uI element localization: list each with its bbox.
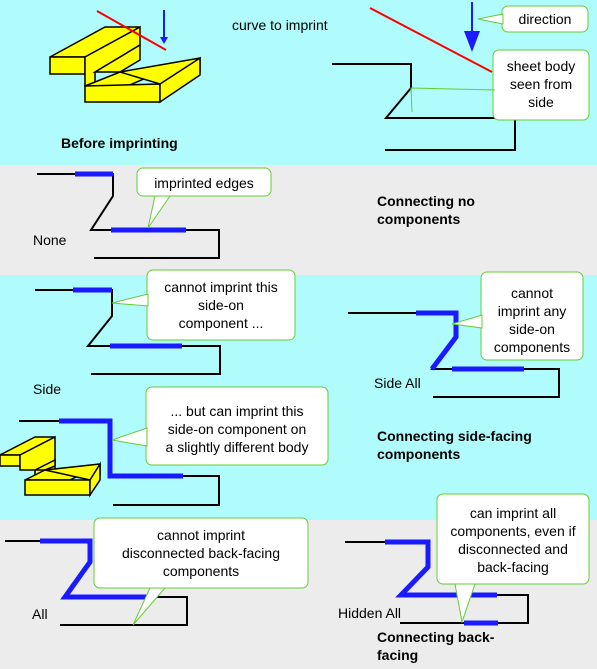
callout-sheet-body-box <box>492 49 590 121</box>
label-hidden-all: Hidden All <box>338 605 402 621</box>
callout-imprinted-edges-box <box>136 167 272 197</box>
callout-can-all-box <box>436 493 590 585</box>
connecting-side-heading-line1: Connecting side-facing <box>377 428 532 444</box>
callout-cannot-side-on-line1: cannot imprint this <box>164 279 278 295</box>
callout-imprinted-edges-text: imprinted edges <box>154 175 254 191</box>
callout-cannot-disconnected-box <box>93 517 309 589</box>
imprint-all <box>40 538 155 600</box>
leader-direction <box>477 13 504 25</box>
callout-can-all-text: can imprint all components, even if disc… <box>437 504 589 576</box>
callout-cannot-side-on-line2: side-on <box>198 297 244 313</box>
callout-sheet-body-line3: side <box>528 94 554 110</box>
imprint-hidden-all <box>385 539 497 598</box>
callout-but-can-line1: ... but can imprint this <box>170 403 304 419</box>
callout-cannot-side-on-text: cannot imprint this side-on component ..… <box>147 278 295 332</box>
label-side: Side <box>33 381 62 397</box>
callout-sheet-body-text: sheet body seen from side <box>493 57 589 111</box>
curve-to-imprint-label: curve to imprint <box>232 17 328 33</box>
imprint-top-side-all <box>416 310 459 371</box>
solid-body-3d <box>49 25 201 104</box>
connecting-no-heading-line2: components <box>377 211 461 227</box>
callout-but-can-line2: side-on component on <box>167 421 307 437</box>
before-imprinting-heading: Before imprinting <box>61 135 178 151</box>
callout-cannot-any-text: cannot imprint any side-on components <box>481 284 583 356</box>
connecting-back-heading-line2: facing <box>377 647 419 663</box>
callout-cannot-any-line3: side-on <box>509 321 555 337</box>
callout-cannot-disconnected-line3: components <box>162 563 240 579</box>
leader-cannot-disconnected <box>132 587 167 626</box>
callout-cannot-disconnected-text: cannot imprint disconnected back-facing … <box>94 526 308 580</box>
curve-line-small <box>96 10 167 51</box>
sheet-body-profile <box>332 63 516 151</box>
callout-but-can-text: ... but can imprint this side-on compone… <box>146 402 328 456</box>
leader-cannot-any <box>451 314 483 329</box>
leader-but-can <box>111 427 148 447</box>
callout-sheet-body-line1: sheet body <box>506 58 576 74</box>
label-side-all: Side All <box>374 375 421 391</box>
imprint-side-variant <box>59 418 183 479</box>
direction-arrowhead-small <box>160 37 168 44</box>
connecting-side-heading-line2: components <box>377 446 461 462</box>
label-all: All <box>32 606 48 622</box>
connecting-no-heading-line1: Connecting no <box>377 193 475 209</box>
leader-cannot-side-on <box>111 293 149 307</box>
curve-line <box>369 7 493 73</box>
direction-arrowhead <box>464 31 480 52</box>
solid-body-variant-3d <box>0 435 101 498</box>
callout-cannot-side-on-line3: component ... <box>178 315 264 331</box>
callout-cannot-any-line2: imprint any <box>497 303 567 319</box>
leader-sheet-body <box>410 87 496 113</box>
leader-imprinted-edges <box>147 195 171 229</box>
callout-cannot-any-line4: components <box>493 339 571 355</box>
callout-can-all-line2: components, even if <box>450 523 576 539</box>
label-none: None <box>33 232 67 248</box>
connecting-back-heading-line1: Connecting back- <box>377 629 495 645</box>
callout-cannot-any-line1: cannot <box>510 285 554 301</box>
callout-can-all-line3: disconnected and <box>458 541 568 557</box>
callout-can-all-line1: can imprint all <box>469 505 557 521</box>
callout-but-can-box <box>145 386 329 466</box>
leader-can-all <box>454 583 476 624</box>
connecting-none-band <box>0 165 597 275</box>
callout-can-all-line4: back-facing <box>477 559 549 575</box>
callout-cannot-disconnected-line2: disconnected back-facing <box>122 545 280 561</box>
callout-cannot-disconnected-line1: cannot imprint <box>157 527 245 543</box>
callout-but-can-line3: a slightly different body <box>165 439 309 455</box>
callout-sheet-body-line2: seen from <box>509 76 573 92</box>
callout-direction-text: direction <box>518 11 572 27</box>
